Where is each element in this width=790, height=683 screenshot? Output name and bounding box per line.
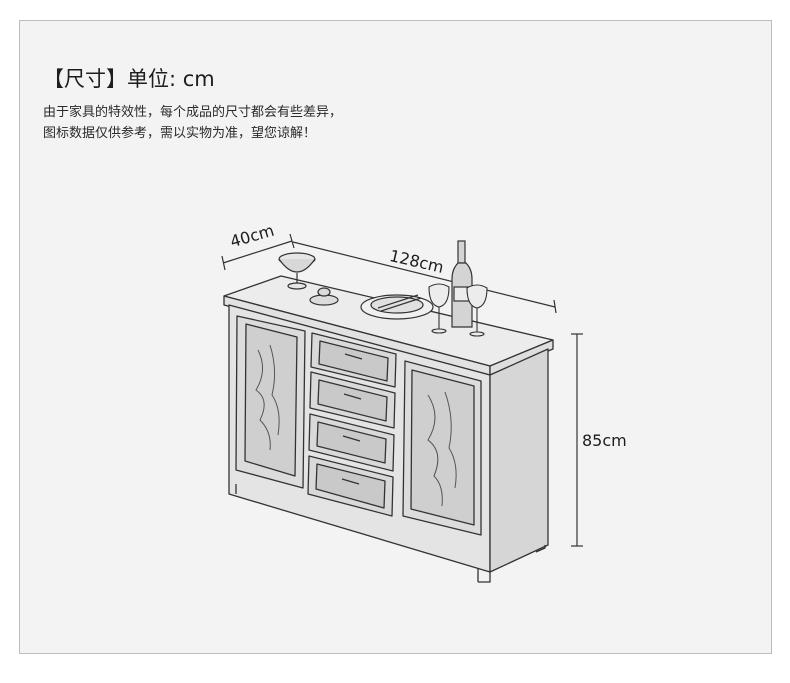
plate-with-cutlery (360, 294, 434, 320)
wine-glasses (428, 283, 488, 337)
disclaimer-line-2: 图标数据仅供参考，需以实物为准，望您谅解！ (43, 126, 317, 141)
door-carving (255, 344, 457, 507)
cabinet (223, 275, 554, 583)
height-dimension-line (571, 333, 583, 547)
small-dish (309, 287, 339, 306)
page-title: 【尺寸】单位: cm (43, 67, 215, 91)
fruit-bowl (278, 252, 316, 290)
width-dimension-line (292, 241, 557, 314)
depth-dimension-line (221, 233, 295, 271)
wine-bottle (451, 240, 473, 328)
disclaimer-line-1: 由于家具的特效性，每个成品的尺寸都会有些差异， (43, 105, 343, 120)
height-label: 85cm (582, 431, 627, 450)
